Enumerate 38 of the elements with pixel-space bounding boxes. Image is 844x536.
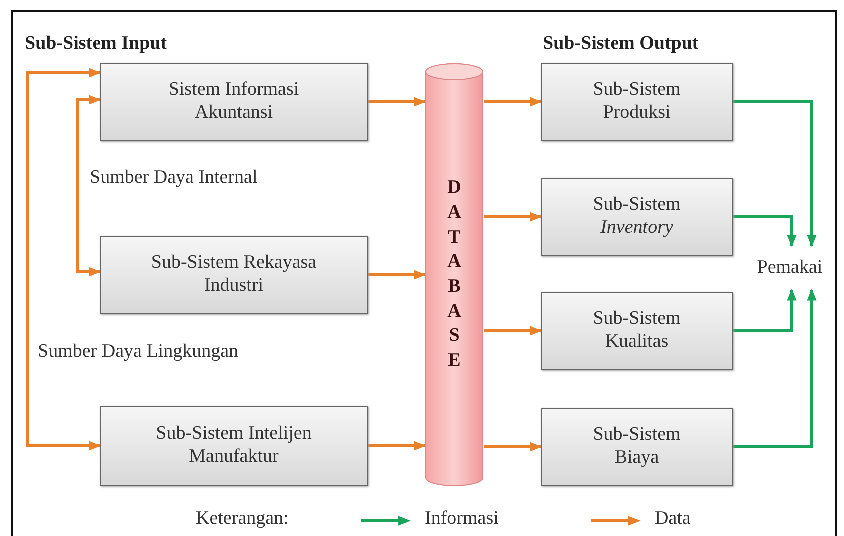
arrow [76,186,102,277]
process-box [541,408,733,486]
arrow [368,97,426,107]
arrow [733,100,817,248]
arrow [26,300,102,451]
process-box [541,178,733,256]
arrow [733,216,797,248]
legend-label: Informasi [425,508,499,530]
section-heading: Sub-Sistem Input [25,33,168,55]
legend-title: Keterangan: [196,508,289,530]
arrow [76,95,102,186]
box-label: Sub-Sistem Biaya [592,424,682,470]
process-box [100,63,368,141]
box-label: Sub-Sistem Inventory [592,194,682,240]
box-label: Sub-Sistem Kualitas [592,308,682,354]
box-label: Sistem Informasi Akuntansi [168,79,300,125]
box-label: Sub-Sistem Produksi [592,79,682,125]
annotation-text: Sumber Daya Internal [90,167,258,189]
arrow [484,326,542,336]
arrow [733,288,817,448]
box-label: Sub-Sistem Intelijen Manufaktur [155,423,313,469]
arrow [368,270,426,280]
process-box [541,63,733,141]
arrow [484,97,542,107]
annotation-text: Sumber Daya Lingkungan [38,341,239,363]
process-box [100,406,368,486]
legend-label: Data [655,508,691,530]
box-label: Sub-Sistem Rekayasa Industri [150,252,318,298]
section-heading: Sub-Sistem Output [543,33,699,55]
arrow [368,441,426,451]
arrow [484,212,542,222]
arrow [733,288,797,332]
database-label: DATABASE [446,176,462,374]
process-box [541,292,733,370]
arrow [26,68,102,300]
user-label: Pemakai [740,246,840,290]
arrow [484,442,542,452]
process-box [100,236,368,314]
